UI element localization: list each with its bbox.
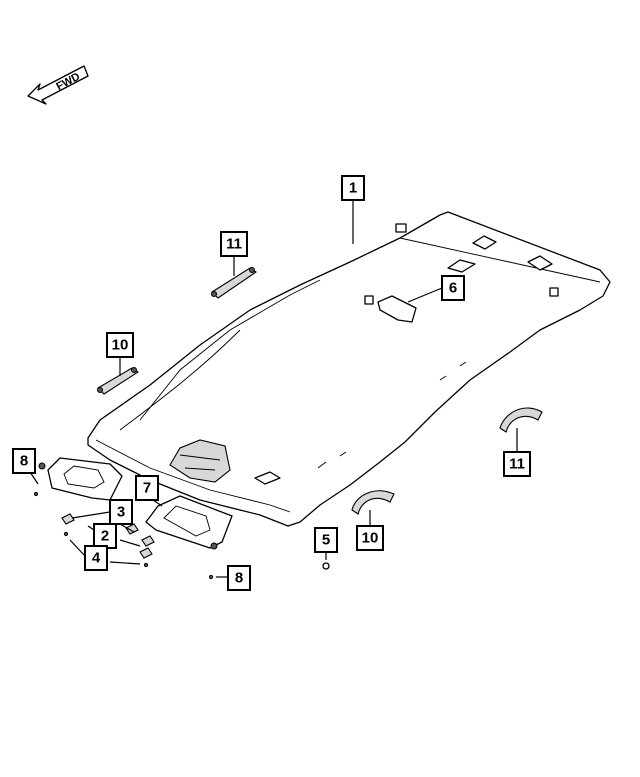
callout-11-upper: 11 — [220, 231, 248, 257]
svg-text:4: 4 — [92, 550, 101, 567]
callout-2: 2 — [93, 523, 117, 549]
svg-text:5: 5 — [322, 532, 330, 549]
callout-1: 1 — [341, 175, 365, 201]
callout-11-right: 11 — [503, 451, 531, 477]
svg-text:11: 11 — [226, 236, 242, 253]
callout-7: 7 — [135, 475, 159, 501]
assist-handle-right — [499, 407, 543, 433]
svg-text:1: 1 — [349, 180, 357, 197]
fwd-label: FWD — [54, 71, 82, 93]
headliner-panel — [87, 211, 611, 527]
sun-visor-right — [145, 495, 233, 550]
assist-handle-upper — [211, 267, 257, 299]
svg-text:3: 3 — [117, 504, 125, 521]
visor-clips — [33, 491, 330, 580]
svg-text:8: 8 — [20, 453, 28, 470]
callout-3: 3 — [109, 499, 133, 525]
fwd-arrow-icon: FWD — [27, 65, 89, 105]
svg-text:10: 10 — [362, 530, 379, 547]
svg-text:7: 7 — [143, 480, 151, 497]
sun-visor-left — [38, 457, 123, 501]
callout-6: 6 — [441, 275, 465, 301]
callout-4: 4 — [84, 545, 108, 571]
leader-lines — [29, 200, 518, 578]
svg-text:10: 10 — [112, 337, 129, 354]
svg-text:2: 2 — [101, 528, 109, 545]
callout-10-left: 10 — [106, 332, 134, 358]
callout-8-left: 8 — [12, 448, 36, 474]
assist-handle-left — [97, 367, 140, 395]
svg-text:11: 11 — [509, 456, 525, 473]
callout-10-lower: 10 — [356, 525, 384, 551]
assist-handle-lower — [351, 490, 395, 515]
svg-text:8: 8 — [235, 570, 243, 587]
bracket-part-6 — [364, 295, 417, 323]
callout-5: 5 — [314, 527, 338, 553]
svg-text:6: 6 — [449, 280, 457, 297]
callout-8-lower: 8 — [227, 565, 251, 591]
